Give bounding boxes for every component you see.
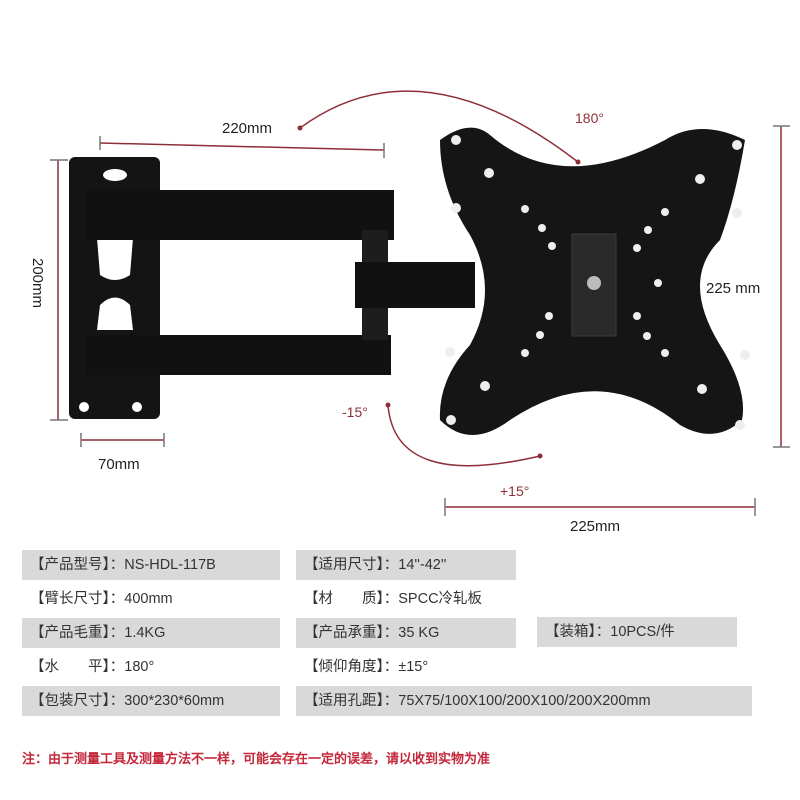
spec-gross-weight: 【产品毛重】：1.4KG	[22, 618, 280, 648]
tilt-plus-label: +15°	[500, 483, 530, 499]
spec-model: 【产品型号】：NS-HDL-117B	[22, 550, 280, 580]
wall-plate-height-label: 200mm	[29, 258, 46, 309]
spec-table: 【产品型号】：NS-HDL-117B 【适用尺寸】：14''-42'' 【臂长尺…	[0, 548, 800, 728]
spec-material: 【材 质】：SPCC冷轧板	[304, 591, 483, 607]
spec-load-capacity: 【产品承重】：35 KG	[296, 618, 516, 648]
spec-arm-length: 【臂长尺寸】：400mm	[30, 591, 173, 607]
spec-vesa-pattern: 【适用孔距】：75X75/100X100/200X100/200X200mm	[296, 686, 752, 716]
tilt-minus-label: -15°	[342, 404, 368, 420]
disclaimer-note: 注：由于测量工具及测量方法不一样，可能会存在一定的误差，请以收到实物为准	[22, 751, 491, 766]
spec-horizontal: 【水 平】：180°	[30, 659, 155, 675]
spec-tilt: 【倾仰角度】：±15°	[304, 659, 429, 675]
wall-plate-width-label: 70mm	[98, 456, 140, 473]
spec-package-size: 【包装尺寸】：300*230*60mm	[22, 686, 280, 716]
vesa-width-label: 225mm	[570, 518, 621, 535]
spec-screen-size: 【适用尺寸】：14''-42''	[296, 550, 516, 580]
product-diagram: 220mm 200mm 70mm 225 mm 225mm 180° -15° …	[29, 90, 790, 535]
spec-packing: 【装箱】：10PCS/件	[537, 617, 737, 647]
tv-mount-illustration	[50, 90, 790, 516]
arm-length-label: 220mm	[222, 120, 273, 137]
swivel-angle-label: 180°	[575, 110, 604, 126]
vesa-plate	[439, 127, 750, 435]
vesa-height-label: 225 mm	[706, 280, 761, 297]
